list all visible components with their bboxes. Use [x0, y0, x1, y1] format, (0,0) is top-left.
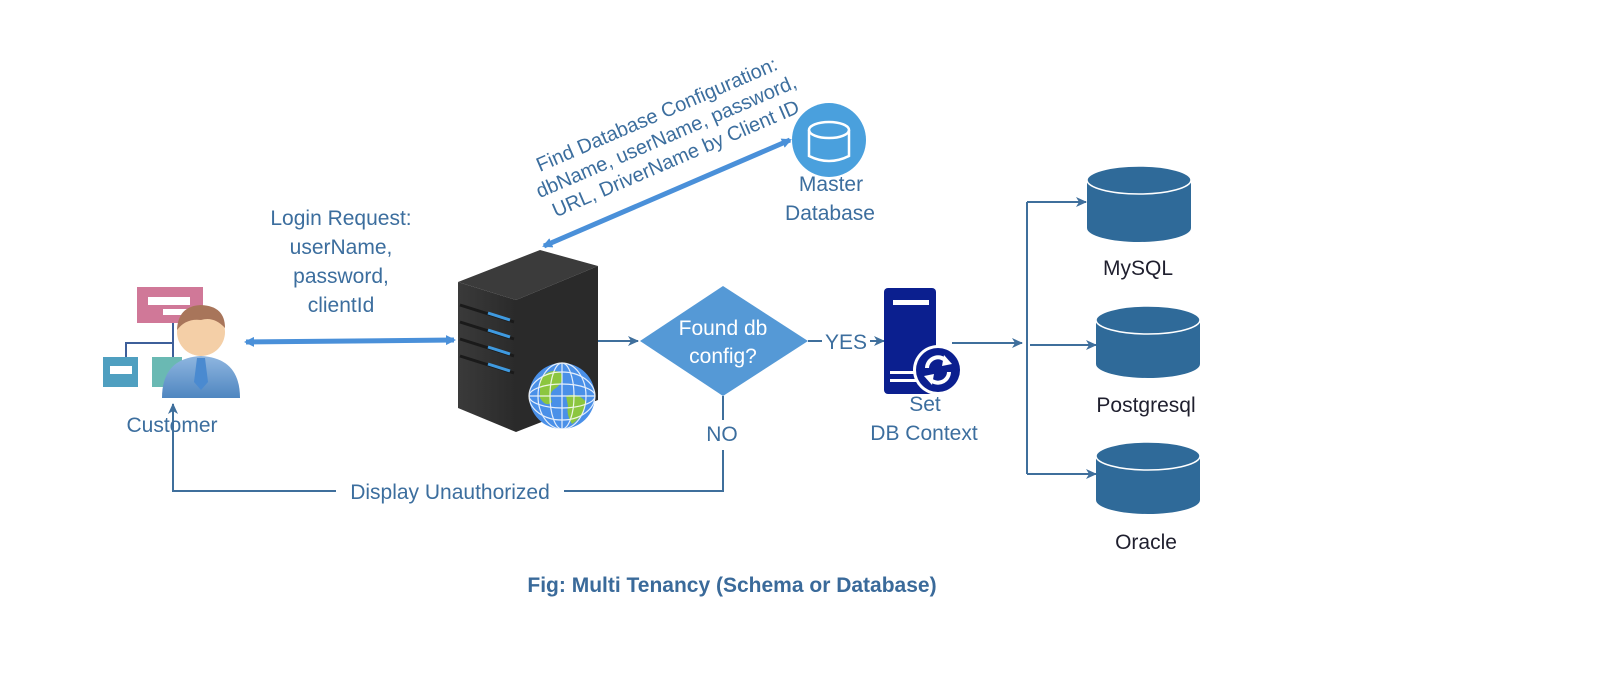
- mysql-database-icon[interactable]: [1086, 165, 1192, 242]
- postgresql-label: Postgresql: [1096, 394, 1195, 417]
- login-request-arrow: [244, 335, 456, 347]
- svg-text:config?: config?: [689, 345, 757, 368]
- svg-text:userName,: userName,: [290, 236, 393, 259]
- unauthorized-connector: [173, 404, 724, 492]
- svg-text:dbName, userName, password,: dbName, userName, password,: [533, 71, 800, 202]
- no-label: NO: [706, 423, 738, 446]
- master-database-label-line2: Database: [785, 202, 875, 225]
- db-context-label-line2: DB Context: [870, 422, 978, 445]
- svg-text:Login Request:: Login Request:: [270, 207, 411, 230]
- oracle-label: Oracle: [1115, 531, 1177, 554]
- customer-user-icon[interactable]: [103, 287, 240, 398]
- mysql-label: MySQL: [1103, 257, 1173, 280]
- master-database-icon[interactable]: [792, 103, 866, 177]
- db-context-sync-icon[interactable]: [884, 288, 963, 395]
- globe-icon: [528, 362, 596, 430]
- svg-text:clientId: clientId: [308, 294, 375, 317]
- svg-text:Found db: Found db: [679, 317, 768, 340]
- found-config-decision[interactable]: Found db config?: [640, 286, 808, 396]
- postgresql-database-icon[interactable]: [1095, 305, 1201, 378]
- find-config-arrow: [542, 137, 792, 249]
- db-context-label-line1: Set: [909, 393, 941, 416]
- svg-text:password,: password,: [293, 265, 389, 288]
- display-unauthorized-label: Display Unauthorized: [350, 481, 550, 504]
- oracle-database-icon[interactable]: [1095, 441, 1201, 514]
- figure-caption: Fig: Multi Tenancy (Schema or Database): [527, 574, 936, 597]
- master-database-label-line1: Master: [799, 173, 863, 196]
- login-request-label: Login Request: userName, password, clien…: [270, 207, 411, 317]
- find-config-label: Find Database Configuration: dbName, use…: [533, 54, 803, 222]
- yes-label: YES: [825, 331, 867, 354]
